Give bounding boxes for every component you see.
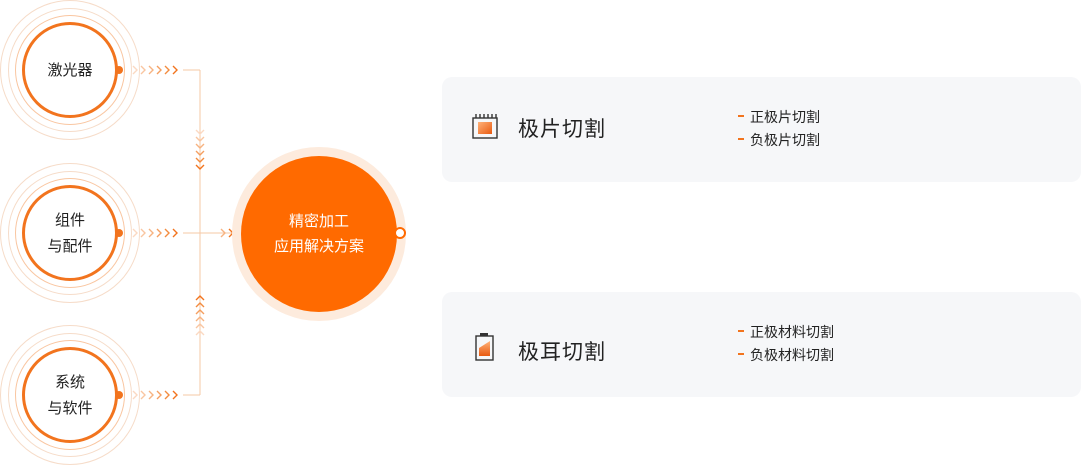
node-components-port (115, 229, 123, 237)
center-port (394, 227, 406, 239)
card-tab-item: 负极材料切割 (738, 345, 834, 368)
card-tab-item: 正极材料切割 (738, 322, 834, 345)
node-laser-label: 激光器 (47, 61, 93, 79)
node-components-label-2: 与配件 (47, 237, 93, 255)
card-tab-title: 极耳切割 (518, 340, 606, 364)
center-label-1: 精密加工 (288, 212, 349, 230)
node-software-label-2: 与软件 (47, 399, 93, 417)
node-software-label-1: 系统 (54, 373, 85, 391)
card-electrode-items: 正极片切割 负极片切割 (738, 107, 820, 153)
electrode-chip-icon (472, 114, 498, 139)
node-software: 系统 与软件 (0, 325, 140, 465)
node-laser-port (115, 66, 123, 74)
card-electrode-item: 负极片切割 (738, 130, 820, 153)
arrow-chevrons-down (195, 129, 205, 170)
card-tab-items: 正极材料切割 负极材料切割 (738, 322, 834, 368)
center-label-2: 应用解决方案 (273, 237, 364, 255)
card-electrode-cutting: 极片切割 正极片切割 负极片切割 (442, 77, 1081, 182)
card-electrode-item: 正极片切割 (738, 107, 820, 130)
node-components-label-1: 组件 (54, 211, 85, 229)
center-node-circle: 精密加工 应用解决方案 (241, 156, 397, 312)
node-laser-circle: 激光器 (22, 22, 118, 118)
node-laser: 激光器 (0, 0, 140, 140)
node-components-circle: 组件 与配件 (22, 185, 118, 281)
card-electrode-title: 极片切割 (518, 117, 606, 141)
battery-icon (475, 333, 494, 361)
card-tab-cutting: 极耳切割 正极材料切割 负极材料切割 (442, 292, 1081, 397)
center-node: 精密加工 应用解决方案 (232, 147, 406, 321)
node-software-circle: 系统 与软件 (22, 347, 118, 443)
arrow-chevrons-up (195, 295, 205, 336)
node-software-port (115, 391, 123, 399)
